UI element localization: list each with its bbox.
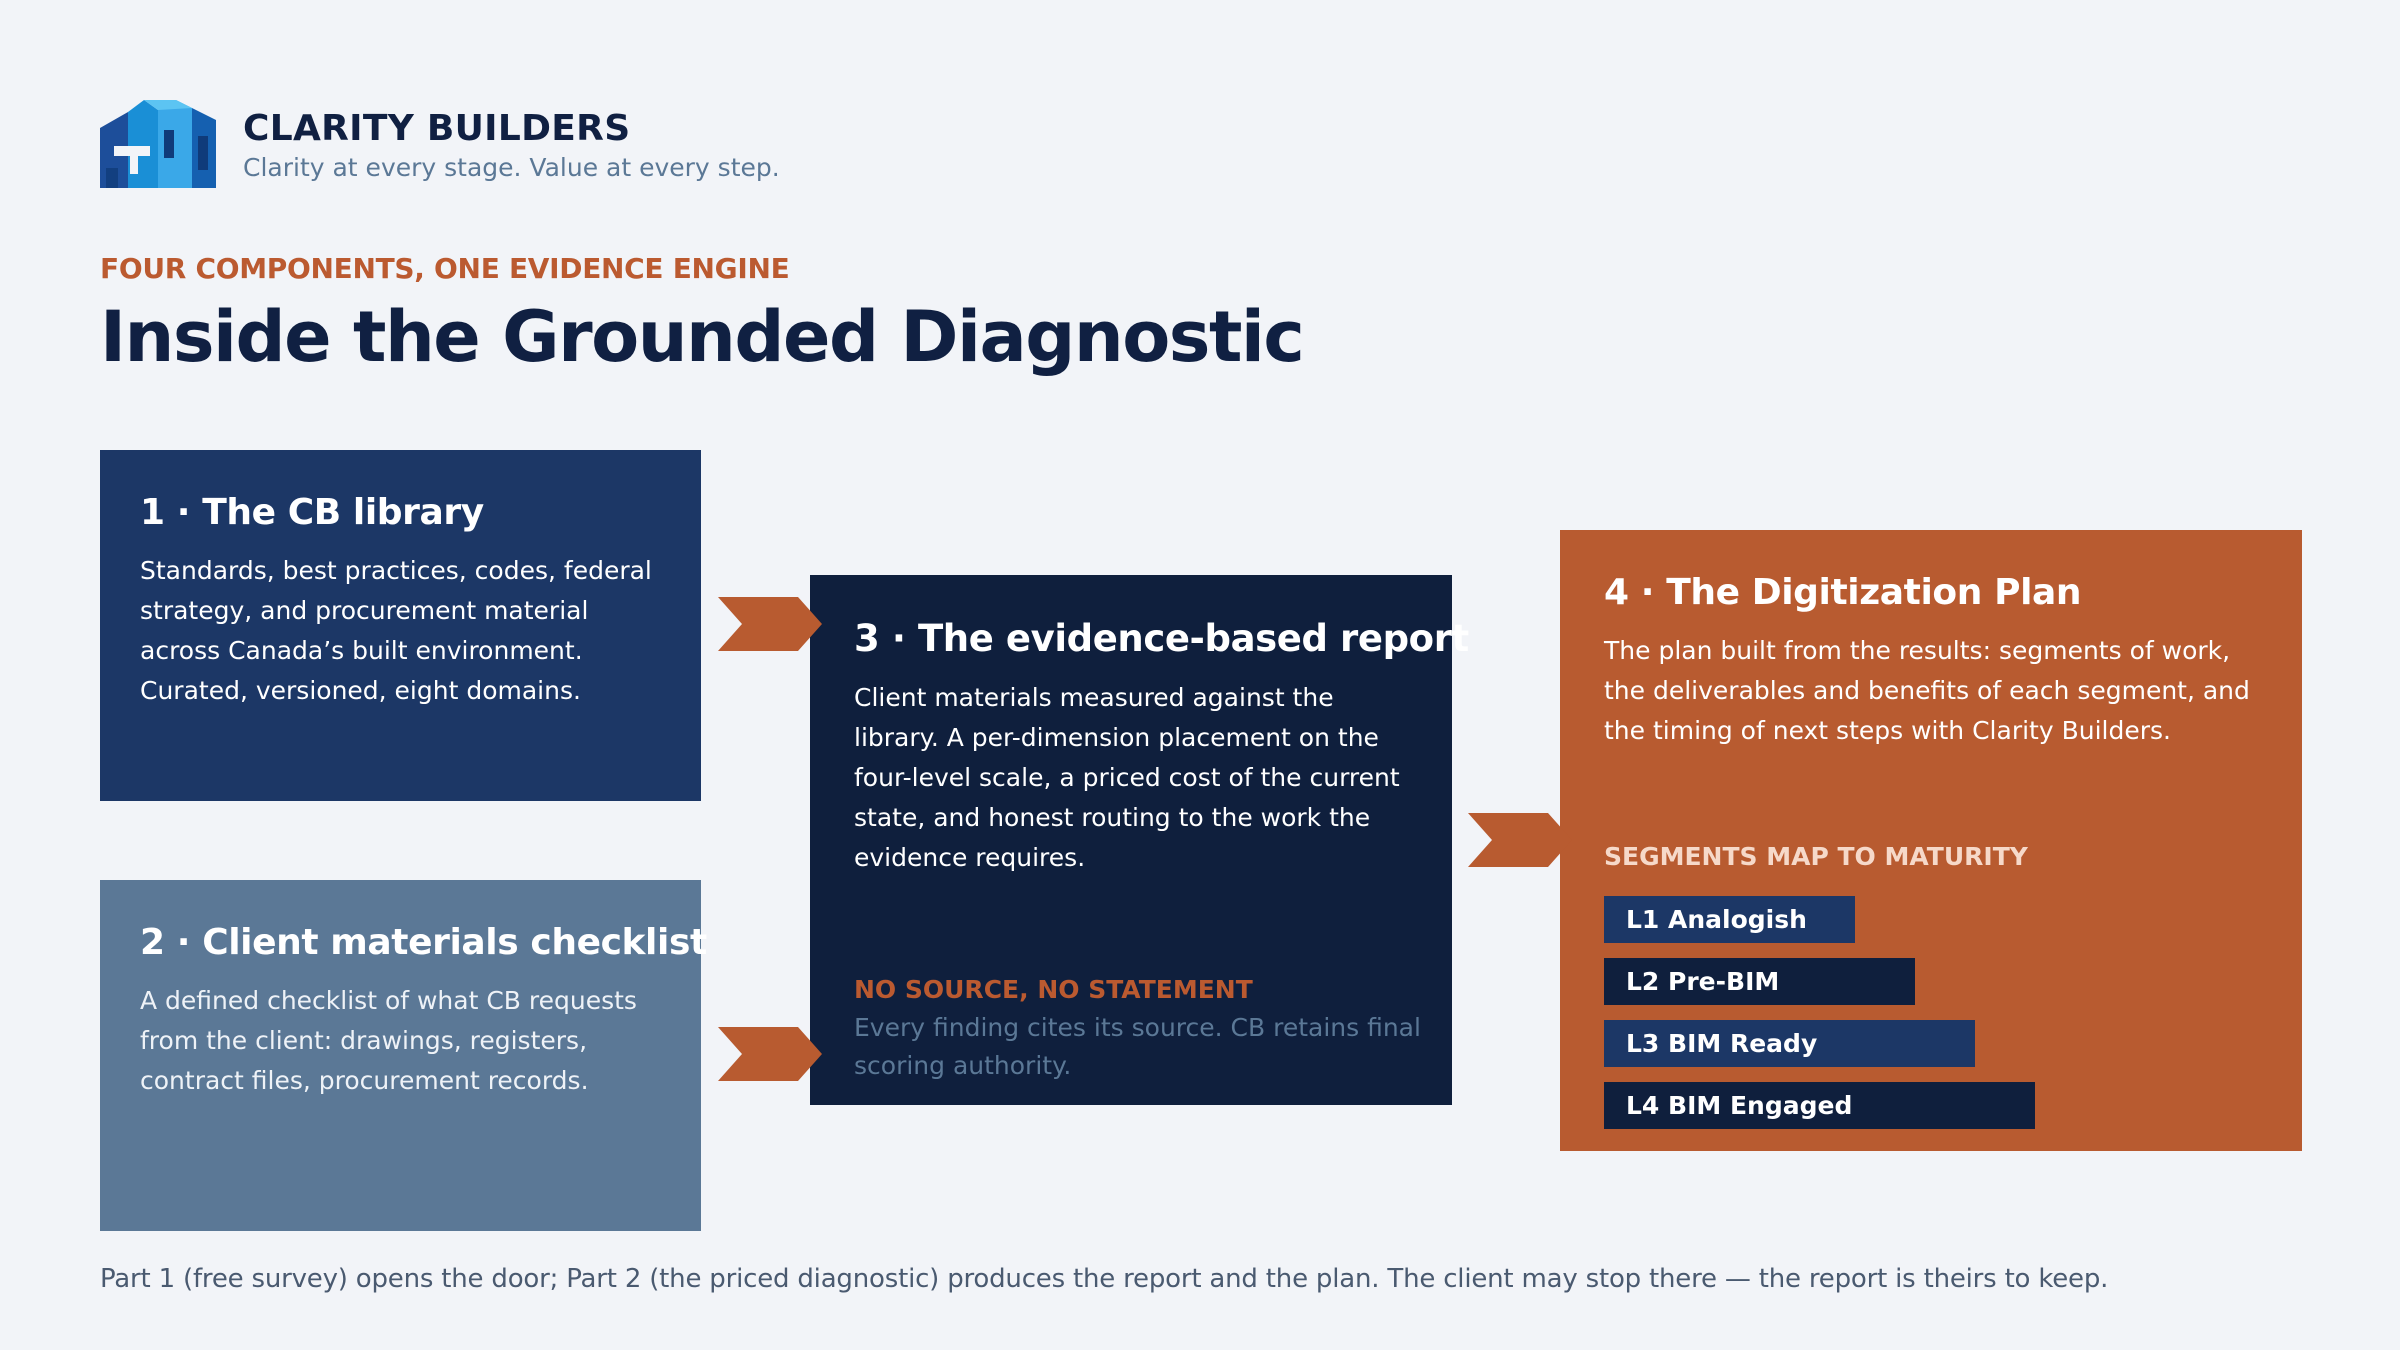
component-digitization-plan: 4 · The Digitization Plan The plan built… <box>1560 530 2302 1151</box>
component-heading: 3 · The evidence-based report <box>854 617 1469 660</box>
maturity-segment-l3: L3 BIM Ready <box>1604 1020 1975 1067</box>
segments-heading: SEGMENTS MAP TO MATURITY <box>1604 842 2028 871</box>
brand-tagline: Clarity at every stage. Value at every s… <box>243 153 780 182</box>
component-evidence-report: 3 · The evidence-based report Client mat… <box>810 575 1469 1105</box>
note-text: Every finding cites its source. CB retai… <box>854 1013 1421 1080</box>
maturity-segment-l1: L1 Analogish <box>1604 896 1855 943</box>
component-body: A defined checklist of what CB requests … <box>140 986 637 1095</box>
note-title: NO SOURCE, NO STATEMENT <box>854 975 1253 1004</box>
component-body: The plan built from the results: segment… <box>1604 636 2250 745</box>
chevron-arrow-icon <box>718 1027 822 1081</box>
maturity-segment-l4: L4 BIM Engaged <box>1604 1082 2035 1129</box>
brand-logo-icon <box>100 100 216 188</box>
chevron-arrow-icon <box>718 597 822 651</box>
component-heading: 1 · The CB library <box>140 492 484 533</box>
component-body: Client materials measured against the li… <box>854 683 1400 872</box>
component-body: Standards, best practices, codes, federa… <box>140 556 652 705</box>
footer-note: Part 1 (free survey) opens the door; Par… <box>100 1264 2109 1294</box>
component-cb-library: 1 · The CB library Standards, best pract… <box>100 450 701 801</box>
component-client-checklist: 2 · Client materials checklist A defined… <box>100 880 707 1231</box>
brand-name: CLARITY BUILDERS <box>243 108 631 149</box>
chevron-arrow-icon <box>1468 813 1572 867</box>
maturity-segment-l2: L2 Pre-BIM <box>1604 958 1915 1005</box>
component-heading: 2 · Client materials checklist <box>140 922 707 963</box>
component-heading: 4 · The Digitization Plan <box>1604 572 2082 613</box>
page-title: Inside the Grounded Diagnostic <box>100 296 1305 378</box>
section-eyebrow: FOUR COMPONENTS, ONE EVIDENCE ENGINE <box>100 252 790 285</box>
